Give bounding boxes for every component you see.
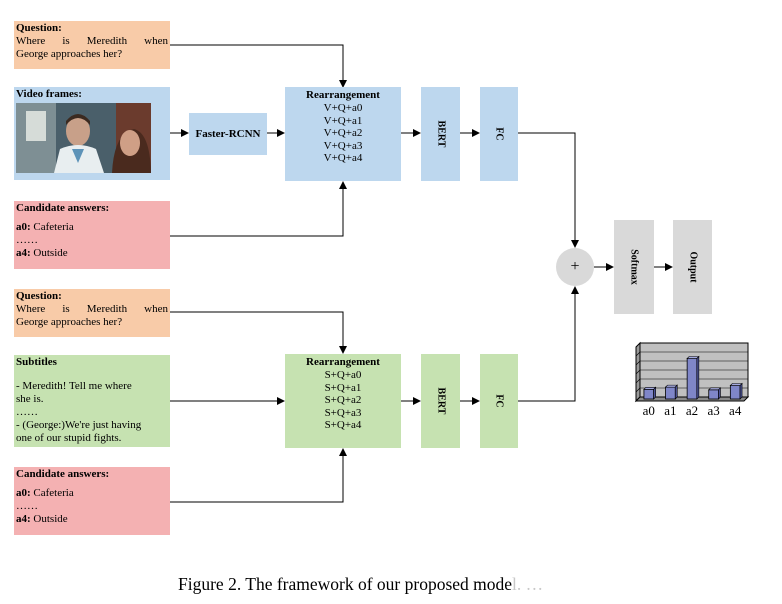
output-box: Output — [673, 220, 712, 314]
chart-bar-side — [739, 382, 743, 400]
chart-bar — [708, 389, 719, 400]
subtitle-dots: …… — [16, 406, 38, 418]
bottom-question-line1: Where is Meredith when — [16, 303, 168, 315]
subtitle-line: she is. — [16, 393, 44, 405]
top-question-line1: Where is Meredith when — [16, 35, 168, 47]
bottom-bert-box: BERT — [421, 354, 460, 448]
top-candidates-label: Candidate answers: — [16, 202, 110, 214]
top-rearrangement-item: V+Q+a0 — [323, 102, 363, 114]
bottom-question-box: Question: Where is Meredith when George … — [14, 289, 170, 337]
chart-category-label: a0 — [642, 403, 655, 418]
chart-bar-side — [696, 355, 700, 400]
bottom-rearrangement-item: S+Q+a3 — [324, 406, 362, 419]
faster-rcnn-box: Faster-RCNN — [189, 113, 267, 155]
top-rearrangement-box: Rearrangement V+Q+a0 V+Q+a1 V+Q+a2 V+Q+a… — [285, 87, 401, 181]
bottom-fc-box: FC — [480, 354, 518, 448]
subtitle-line: - Meredith! Tell me where — [16, 380, 132, 392]
bottom-candidate-a0: a0: Cafeteria — [16, 487, 74, 499]
output-probability-chart — [634, 341, 750, 403]
top-candidate-a4: a4: Outside — [16, 247, 68, 259]
plus-symbol: + — [570, 258, 580, 275]
bottom-question-label: Question: — [16, 290, 62, 302]
bottom-rearrangement-title: Rearrangement — [306, 356, 380, 368]
caption-faded: l. … — [512, 574, 544, 594]
chart-category-label: a3 — [707, 403, 720, 418]
chart-bar — [665, 386, 676, 400]
bottom-question-line2: George approaches her? — [16, 316, 123, 328]
bottom-rearrangement-item: S+Q+a0 — [324, 369, 362, 381]
top-candidates-box: Candidate answers: a0: Cafeteria …… a4: … — [14, 201, 170, 269]
chart-bar — [643, 388, 655, 400]
bottom-bert-label: BERT — [435, 387, 446, 415]
output-label: Output — [687, 251, 698, 283]
chart-category-label: a4 — [729, 403, 742, 418]
top-rearrangement-title: Rearrangement — [306, 89, 380, 101]
top-question-line2: George approaches her? — [16, 48, 123, 60]
sum-node: + — [556, 248, 594, 286]
top-candidate-dots: …… — [16, 234, 38, 246]
bottom-candidates-box: Candidate answers: a0: Cafeteria …… a4: … — [14, 467, 170, 535]
bottom-candidate-a4: a4: Outside — [16, 513, 68, 525]
chart-bar-side — [653, 386, 656, 400]
top-candidate-a0: a0: Cafeteria — [16, 221, 74, 233]
top-question-label: Question: — [16, 22, 62, 34]
subtitles-box: Subtitles - Meredith! Tell me where she … — [14, 355, 170, 447]
top-bert-box: BERT — [421, 87, 460, 181]
subtitles-label: Subtitles — [16, 356, 57, 368]
figure-caption: Figure 2. The framework of our proposed … — [178, 574, 543, 595]
chart-bar-side — [718, 387, 721, 400]
video-frames-label: Video frames: — [16, 88, 82, 100]
chart-gridline — [635, 378, 641, 384]
bottom-fc-label: FC — [493, 394, 505, 408]
bottom-rearrangement-item: S+Q+a2 — [324, 394, 362, 406]
bottom-rearrangement-item: S+Q+a1 — [324, 381, 362, 394]
top-rearrangement-item: V+Q+a1 — [323, 114, 363, 127]
chart-category-label: a1 — [664, 403, 677, 418]
chart-bar — [686, 358, 698, 400]
chart-gridline — [635, 369, 641, 375]
faster-rcnn-label: Faster-RCNN — [195, 128, 261, 140]
chart-bar-side — [674, 384, 678, 400]
top-rearrangement-item: V+Q+a4 — [323, 152, 363, 164]
top-rearrangement-item: V+Q+a3 — [323, 139, 363, 152]
chart-gridline — [635, 387, 641, 393]
bottom-rearrangement-item: S+Q+a4 — [324, 419, 362, 431]
bottom-candidate-dots: …… — [16, 500, 38, 512]
chart-bar — [729, 385, 741, 400]
softmax-box: Softmax — [614, 220, 654, 314]
chart-gridline — [635, 351, 641, 357]
chart-category-label: a2 — [685, 403, 699, 418]
top-question-box: Question: Where is Meredith when George … — [14, 21, 170, 69]
caption-text: Figure 2. The framework of our proposed … — [178, 574, 513, 594]
softmax-label: Softmax — [628, 249, 640, 285]
top-fc-label: FC — [493, 127, 505, 141]
chart-gridline — [635, 360, 641, 366]
top-rearrangement-item: V+Q+a2 — [323, 127, 363, 139]
video-frames-box: Video frames: — [14, 87, 170, 180]
subtitle-line: - (George:)We're just having — [16, 419, 142, 431]
subtitle-line: one of our stupid fights. — [16, 432, 122, 444]
bottom-rearrangement-box: Rearrangement S+Q+a0 S+Q+a1 S+Q+a2 S+Q+a… — [285, 354, 401, 448]
top-bert-label: BERT — [435, 120, 446, 148]
top-fc-box: FC — [480, 87, 518, 181]
video-frame-image — [16, 103, 151, 173]
bottom-candidates-label: Candidate answers: — [16, 468, 110, 480]
